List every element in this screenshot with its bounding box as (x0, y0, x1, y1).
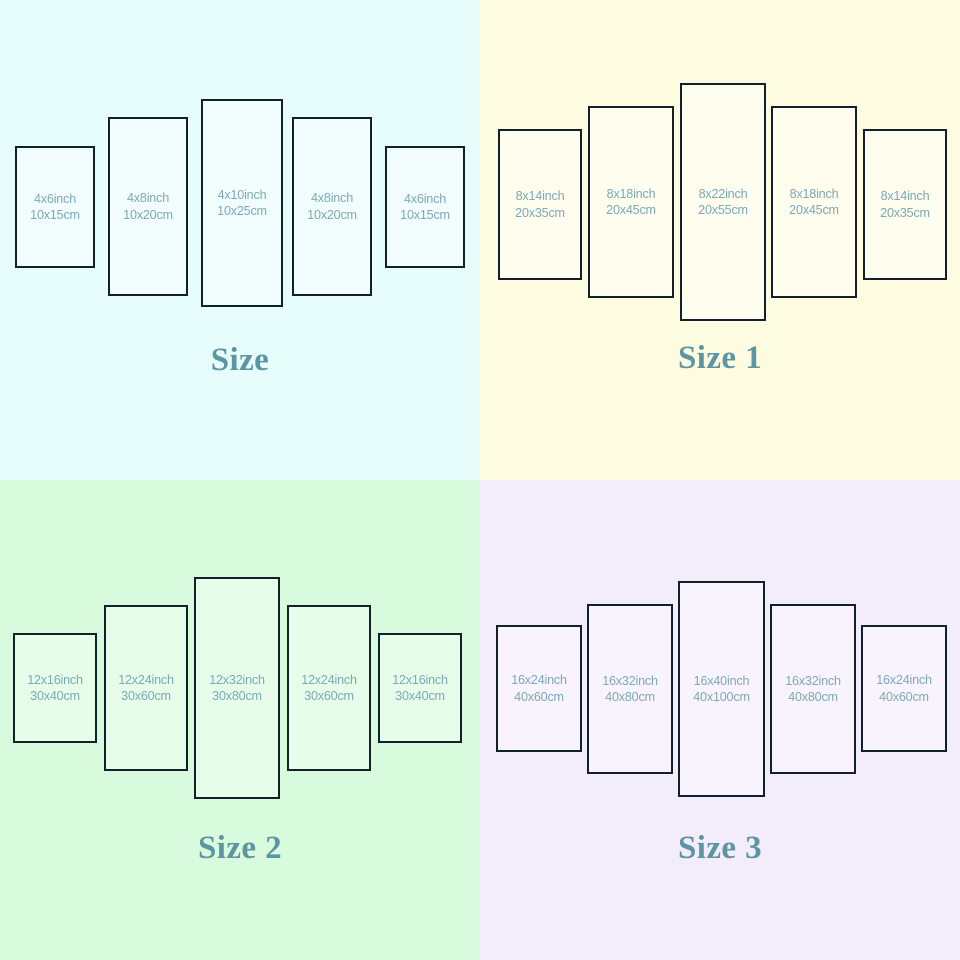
panel-size-label: 16x32inch 40x80cm (785, 673, 841, 704)
panel-size-label: 12x32inch 30x80cm (209, 672, 265, 703)
panel-size-label: 12x16inch 30x40cm (27, 672, 83, 703)
quadrant-size-3[interactable]: 16x24inch 40x60cm 16x32inch 40x80cm 16x40i… (480, 480, 960, 960)
panel-size-label: 4x8inch 10x20cm (307, 191, 357, 222)
quadrant-title-size: Size (210, 342, 270, 378)
panel-left-outer[interactable]: 4x6inch 10x15cm (15, 146, 95, 268)
panel-size-label: 4x10inch 10x25cm (217, 187, 267, 218)
panel-size-label: 4x6inch 10x15cm (30, 191, 80, 222)
panel-size-label: 8x18inch 20x45cm (789, 186, 839, 217)
panel-left-outer[interactable]: 8x14inch 20x35cm (498, 129, 582, 280)
panel-right-inner[interactable]: 12x24inch 30x60cm (287, 605, 371, 771)
panel-size-label: 16x40inch 40x100cm (693, 673, 750, 704)
panel-cluster-size-2: 12x16inch 30x40cm 12x24inch 30x60cm 12x32i… (0, 480, 480, 960)
panel-size-label: 12x24inch 30x60cm (301, 672, 357, 703)
panel-left-outer[interactable]: 12x16inch 30x40cm (13, 633, 97, 743)
panel-left-outer[interactable]: 16x24inch 40x60cm (496, 625, 582, 752)
panel-size-label: 8x14inch 20x35cm (515, 189, 565, 220)
panel-cluster-size-1: 8x14inch 20x35cm 8x18inch 20x45cm 8x22inch… (480, 0, 960, 480)
panel-cluster-size-3: 16x24inch 40x60cm 16x32inch 40x80cm 16x40i… (480, 480, 960, 960)
quadrant-title-size-3: Size 3 (678, 830, 762, 866)
panel-left-inner[interactable]: 16x32inch 40x80cm (587, 604, 673, 774)
panel-left-inner[interactable]: 12x24inch 30x60cm (104, 605, 188, 771)
panel-right-outer[interactable]: 4x6inch 10x15cm (385, 146, 465, 268)
panel-center[interactable]: 8x22inch 20x55cm (680, 83, 766, 321)
panel-center[interactable]: 4x10inch 10x25cm (201, 99, 283, 307)
panel-size-label: 12x24inch 30x60cm (118, 672, 174, 703)
panel-size-label: 8x22inch 20x55cm (698, 186, 748, 217)
panel-right-outer[interactable]: 12x16inch 30x40cm (378, 633, 462, 743)
panel-left-inner[interactable]: 4x8inch 10x20cm (108, 117, 188, 296)
quadrant-title-size-1: Size 1 (678, 340, 762, 376)
panel-right-inner[interactable]: 16x32inch 40x80cm (770, 604, 856, 774)
panel-size-label: 4x8inch 10x20cm (123, 191, 173, 222)
panel-right-outer[interactable]: 8x14inch 20x35cm (863, 129, 947, 280)
panel-right-inner[interactable]: 8x18inch 20x45cm (771, 106, 857, 298)
panel-center[interactable]: 12x32inch 30x80cm (194, 577, 280, 799)
panel-right-inner[interactable]: 4x8inch 10x20cm (292, 117, 372, 296)
quadrant-size-2[interactable]: 12x16inch 30x40cm 12x24inch 30x60cm 12x32i… (0, 480, 480, 960)
quadrant-title-size-2: Size 2 (198, 830, 282, 866)
panel-left-inner[interactable]: 8x18inch 20x45cm (588, 106, 674, 298)
panel-center[interactable]: 16x40inch 40x100cm (678, 581, 765, 797)
panel-size-label: 12x16inch 30x40cm (392, 672, 448, 703)
panel-right-outer[interactable]: 16x24inch 40x60cm (861, 625, 947, 752)
panel-cluster-size: 4x6inch 10x15cm 4x8inch 10x20cm 4x10inch 1… (0, 0, 480, 480)
panel-size-label: 8x14inch 20x35cm (880, 189, 930, 220)
quadrant-size-1[interactable]: 8x14inch 20x35cm 8x18inch 20x45cm 8x22inch… (480, 0, 960, 480)
quadrant-size[interactable]: 4x6inch 10x15cm 4x8inch 10x20cm 4x10inch 1… (0, 0, 480, 480)
panel-size-label: 16x24inch 40x60cm (876, 673, 932, 704)
panel-size-label: 8x18inch 20x45cm (606, 186, 656, 217)
panel-size-label: 4x6inch 10x15cm (400, 191, 450, 222)
panel-size-label: 16x32inch 40x80cm (602, 673, 658, 704)
panel-size-label: 16x24inch 40x60cm (511, 673, 567, 704)
